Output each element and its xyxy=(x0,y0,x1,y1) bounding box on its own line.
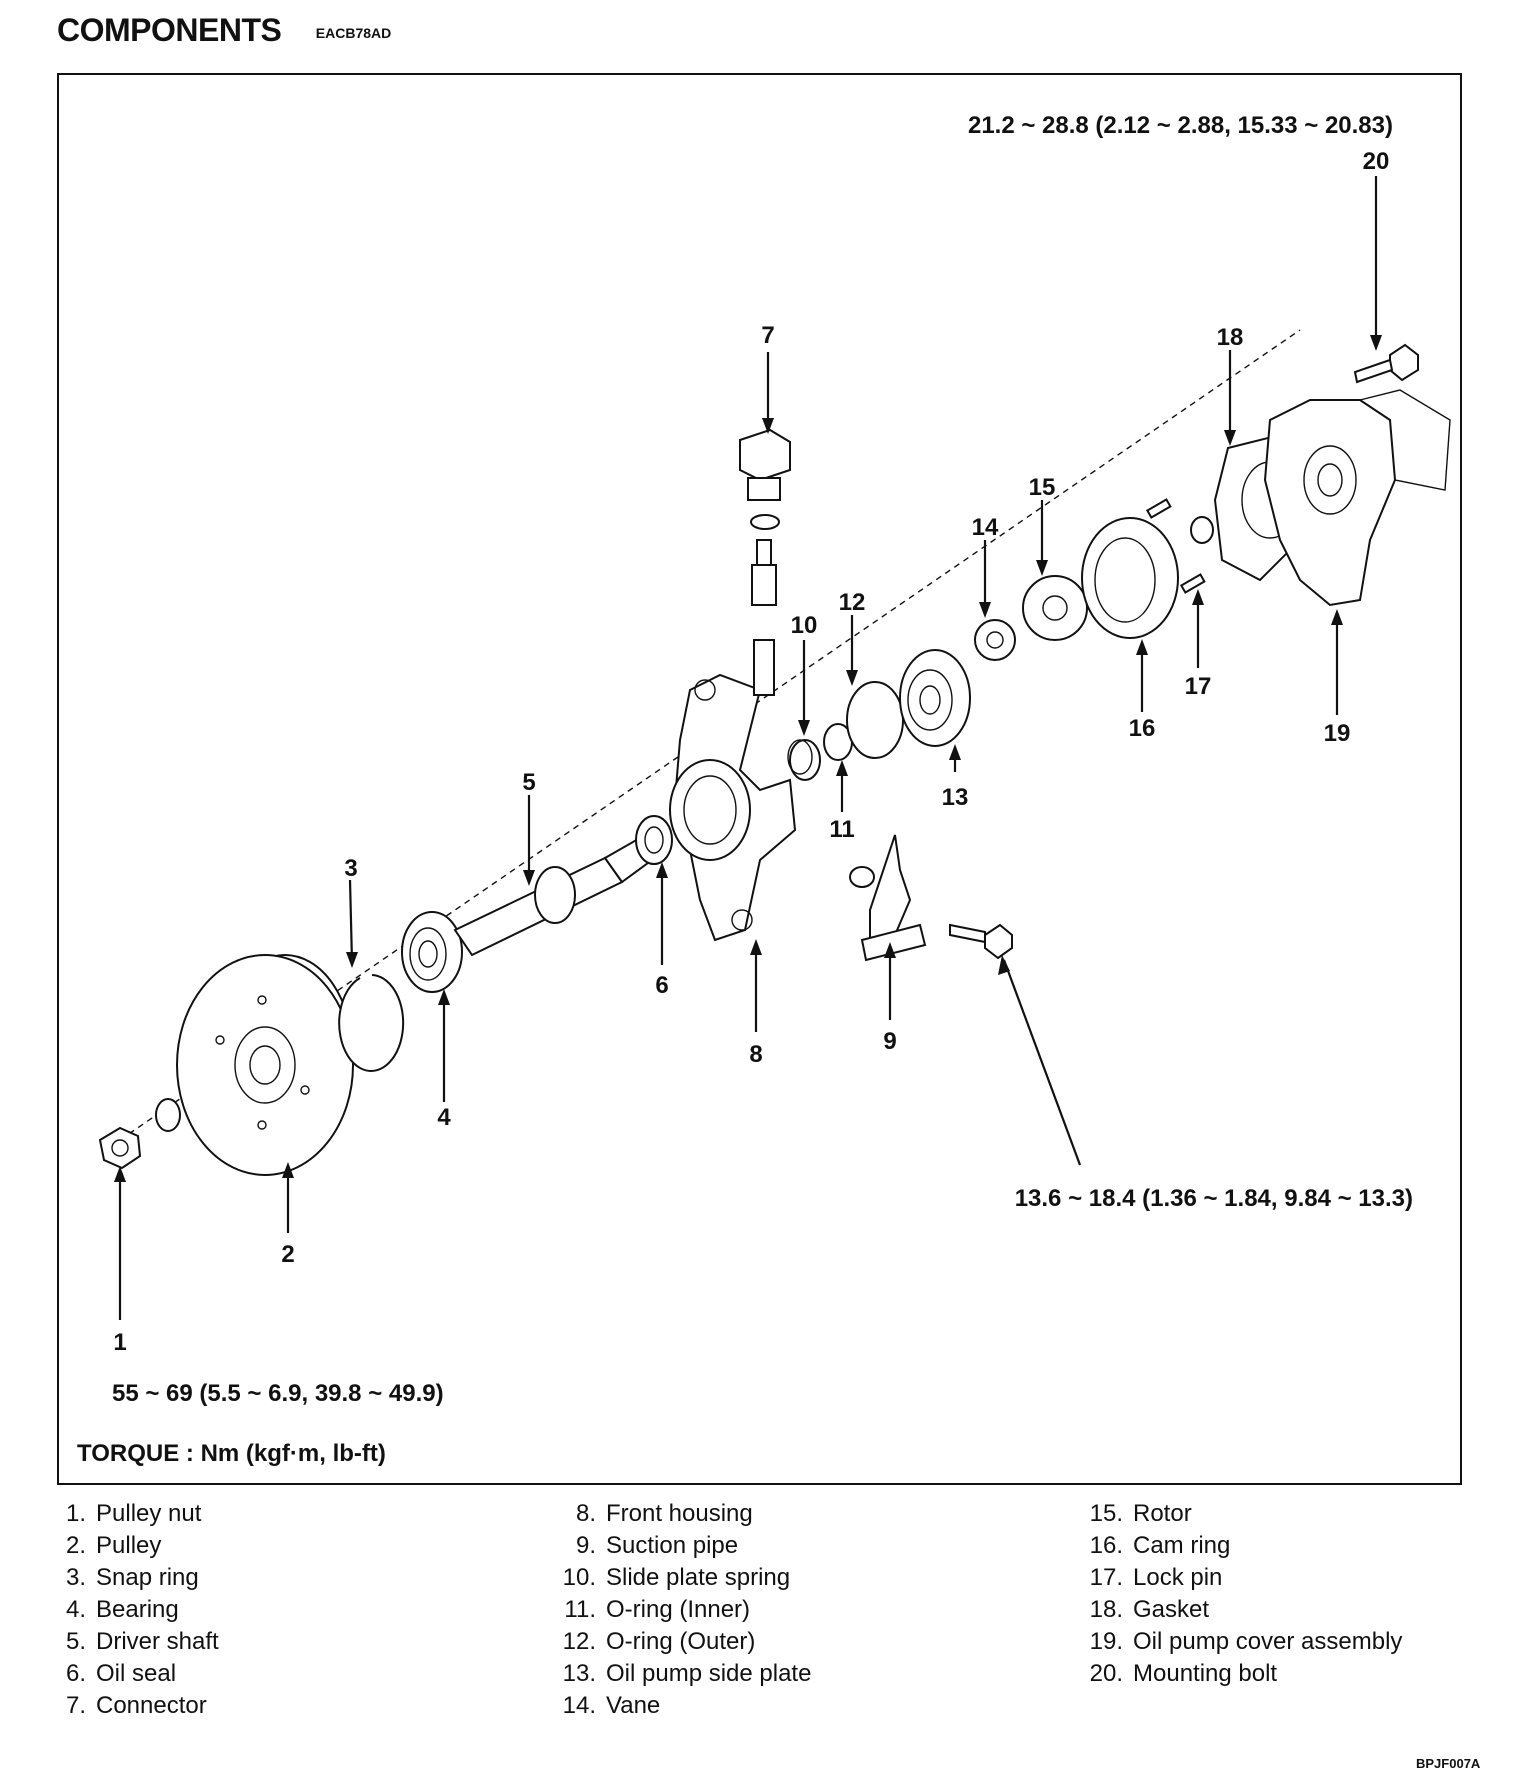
driver-shaft-part xyxy=(453,836,654,957)
callout-12: 12 xyxy=(839,589,866,616)
legend-item: 14.Vane xyxy=(562,1692,661,1719)
connector-part xyxy=(739,428,791,696)
callout-9: 9 xyxy=(883,1028,896,1055)
bearing-part xyxy=(401,911,463,993)
legend-item: 13.Oil pump side plate xyxy=(562,1660,812,1687)
mounting-bolt-part xyxy=(1353,343,1419,384)
legend-item: 11.O-ring (Inner) xyxy=(564,1596,751,1623)
callout-10: 10 xyxy=(791,612,818,639)
legend-item: 18.Gasket xyxy=(1089,1596,1210,1623)
legend-item: 15.Rotor xyxy=(1089,1500,1192,1527)
vane-part xyxy=(974,619,1016,661)
legend-column-2: 8.Front housing 9.Suction pipe 10.Slide … xyxy=(555,1498,812,1722)
front-housing-part xyxy=(669,673,797,942)
callout-16: 16 xyxy=(1129,715,1156,742)
callout-5: 5 xyxy=(522,769,535,796)
callout-15: 15 xyxy=(1029,474,1056,501)
callout-11: 11 xyxy=(829,816,854,843)
torque-spec-bottom: 55 ~ 69 (5.5 ~ 6.9, 39.8 ~ 49.9) xyxy=(112,1380,444,1407)
small-o-ring-part xyxy=(1190,516,1214,544)
oil-pump-side-plate-part xyxy=(899,649,971,747)
rotor-part xyxy=(1022,575,1088,641)
legend-item: 8.Front housing xyxy=(575,1500,753,1527)
cam-ring-part xyxy=(1081,517,1179,639)
header: COMPONENTS EACB78AD xyxy=(57,12,391,49)
slide-plate-spring-part xyxy=(787,739,821,781)
legend-item: 12.O-ring (Outer) xyxy=(562,1628,756,1655)
legend-item: 16.Cam ring xyxy=(1089,1532,1231,1559)
snap-ring-part xyxy=(338,974,405,1072)
legend-item: 1.Pulley nut xyxy=(65,1500,202,1527)
legend-item: 4.Bearing xyxy=(65,1596,179,1623)
section-code: EACB78AD xyxy=(315,25,392,41)
legend-item: 6.Oil seal xyxy=(65,1660,177,1687)
pulley-part xyxy=(176,954,354,1176)
legend-item: 19.Oil pump cover assembly xyxy=(1089,1628,1403,1655)
legend-item: 5.Driver shaft xyxy=(65,1628,219,1655)
callout-20: 20 xyxy=(1363,148,1390,175)
washer-part xyxy=(155,1098,181,1132)
callout-6: 6 xyxy=(655,972,668,999)
callout-17: 17 xyxy=(1185,673,1212,700)
legend-item: 17.Lock pin xyxy=(1089,1564,1223,1591)
page-title: COMPONENTS xyxy=(57,12,282,48)
suction-pipe-bolt-part xyxy=(949,923,1013,960)
callout-14: 14 xyxy=(972,514,999,541)
legend-item: 3.Snap ring xyxy=(65,1564,199,1591)
callout-19: 19 xyxy=(1324,720,1351,747)
callout-13: 13 xyxy=(942,784,969,811)
figure-id: BPJF007A xyxy=(1416,1756,1481,1771)
callout-8: 8 xyxy=(749,1041,762,1068)
lock-pin-part xyxy=(1145,498,1172,519)
suction-pipe-part xyxy=(849,834,927,962)
o-ring-outer-part xyxy=(846,681,904,759)
torque-spec-top: 21.2 ~ 28.8 (2.12 ~ 2.88, 15.33 ~ 20.83) xyxy=(968,112,1393,139)
callout-7: 7 xyxy=(761,322,774,349)
callout-18: 18 xyxy=(1217,324,1244,351)
callout-4: 4 xyxy=(437,1104,451,1131)
diagram-frame xyxy=(57,73,1462,1485)
legend-item: 10.Slide plate spring xyxy=(562,1564,791,1591)
lock-pin-part xyxy=(1179,573,1206,594)
legend-column-3: 15.Rotor 16.Cam ring 17.Lock pin 18.Gask… xyxy=(1082,1498,1403,1690)
legend-item: 7.Connector xyxy=(65,1692,207,1719)
torque-spec-middle: 13.6 ~ 18.4 (1.36 ~ 1.84, 9.84 ~ 13.3) xyxy=(1015,1185,1413,1212)
callout-2: 2 xyxy=(281,1241,294,1268)
oil-pump-cover-assembly-part xyxy=(1263,389,1451,607)
pulley-nut-part xyxy=(98,1126,142,1170)
legend-item: 2.Pulley xyxy=(65,1532,162,1559)
callout-1: 1 xyxy=(113,1329,126,1356)
torque-unit-note: TORQUE : Nm (kgf·m, lb-ft) xyxy=(77,1440,386,1467)
callout-3: 3 xyxy=(344,855,357,882)
legend-column-1: 1.Pulley nut 2.Pulley 3.Snap ring 4.Bear… xyxy=(60,1498,219,1722)
legend-item: 9.Suction pipe xyxy=(575,1532,739,1559)
legend-item: 20.Mounting bolt xyxy=(1089,1660,1278,1687)
oil-seal-part xyxy=(635,815,673,865)
leader-lines xyxy=(114,176,1382,1320)
